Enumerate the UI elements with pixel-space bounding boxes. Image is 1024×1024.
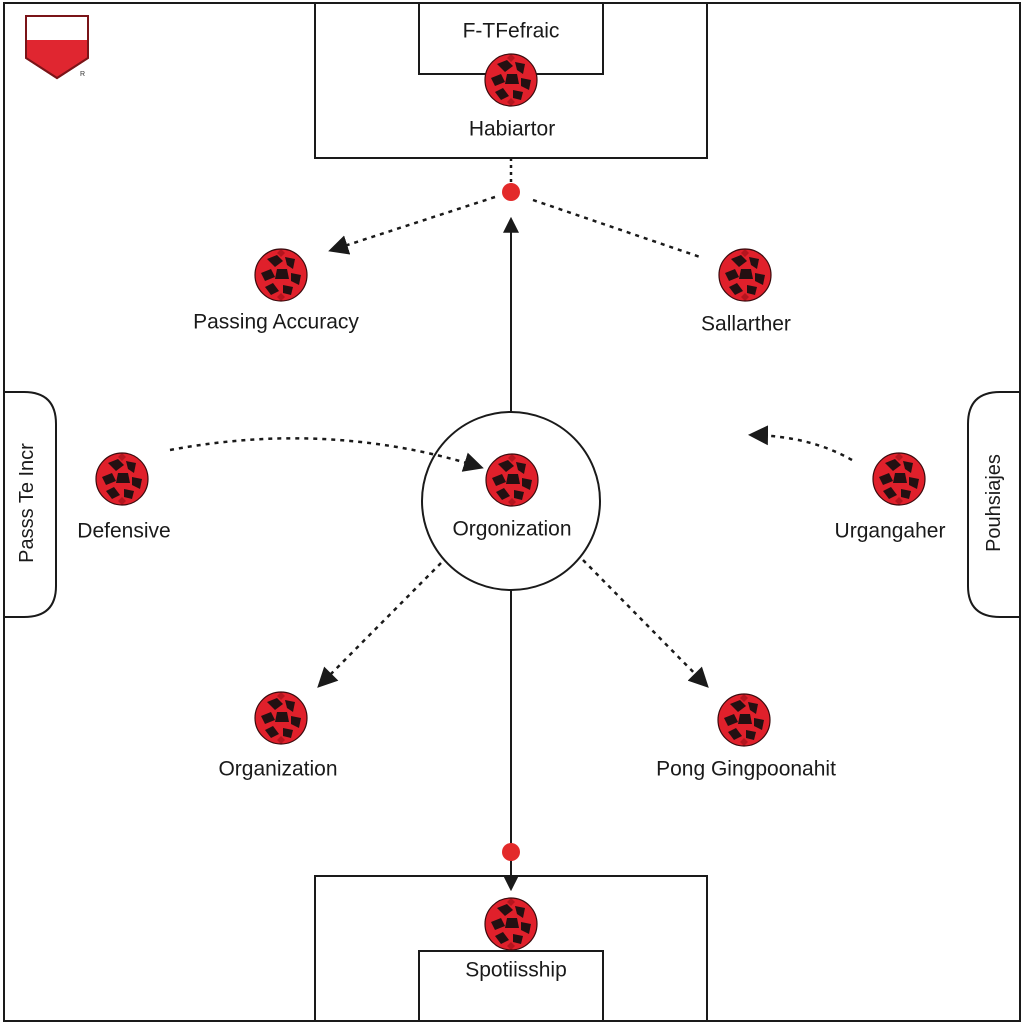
- pass-right-mid: [532, 198, 704, 260]
- pass-lower-left: [317, 562, 442, 688]
- player-icon[interactable]: [871, 451, 927, 507]
- player-icon[interactable]: [717, 247, 773, 303]
- left-panel-label: Passs Te Incr: [16, 443, 38, 563]
- pass-right-wing: [748, 425, 853, 462]
- player-icon[interactable]: [484, 452, 540, 508]
- player-label: Pong Gingpoonahit: [656, 757, 836, 781]
- bottom-goal-box: [418, 950, 604, 1022]
- player-label: Habiartor: [468, 117, 556, 141]
- player-icon[interactable]: [253, 690, 309, 746]
- right-side-panel: [967, 391, 1020, 618]
- player-icon[interactable]: [253, 247, 309, 303]
- ball-top: [502, 183, 520, 201]
- player-icon[interactable]: [716, 692, 772, 748]
- bottom-box-label: Spotiisship: [465, 958, 567, 982]
- right-panel-label: Pouhsiajes: [983, 454, 1005, 552]
- player-label: Passing Accuracy: [193, 310, 359, 334]
- player-icon[interactable]: [94, 451, 150, 507]
- pass-left-wing: [169, 437, 484, 472]
- ball-bottom: [502, 843, 520, 861]
- flag-mark: R: [80, 71, 85, 78]
- player-icon[interactable]: [483, 52, 539, 108]
- player-label: Organization: [218, 757, 338, 781]
- pass-left-mid: [328, 195, 496, 255]
- left-side-panel: [4, 391, 57, 618]
- flag-shield-icon: [25, 15, 89, 80]
- pass-lower-right: [582, 559, 709, 688]
- top-goal-label: F-TFefraic: [462, 19, 560, 43]
- player-icon[interactable]: [483, 896, 539, 952]
- player-label: Urgangaher: [834, 519, 946, 543]
- player-label: Sallarther: [701, 312, 791, 336]
- player-label: Orgonization: [452, 517, 572, 541]
- player-label: Defensive: [77, 519, 171, 543]
